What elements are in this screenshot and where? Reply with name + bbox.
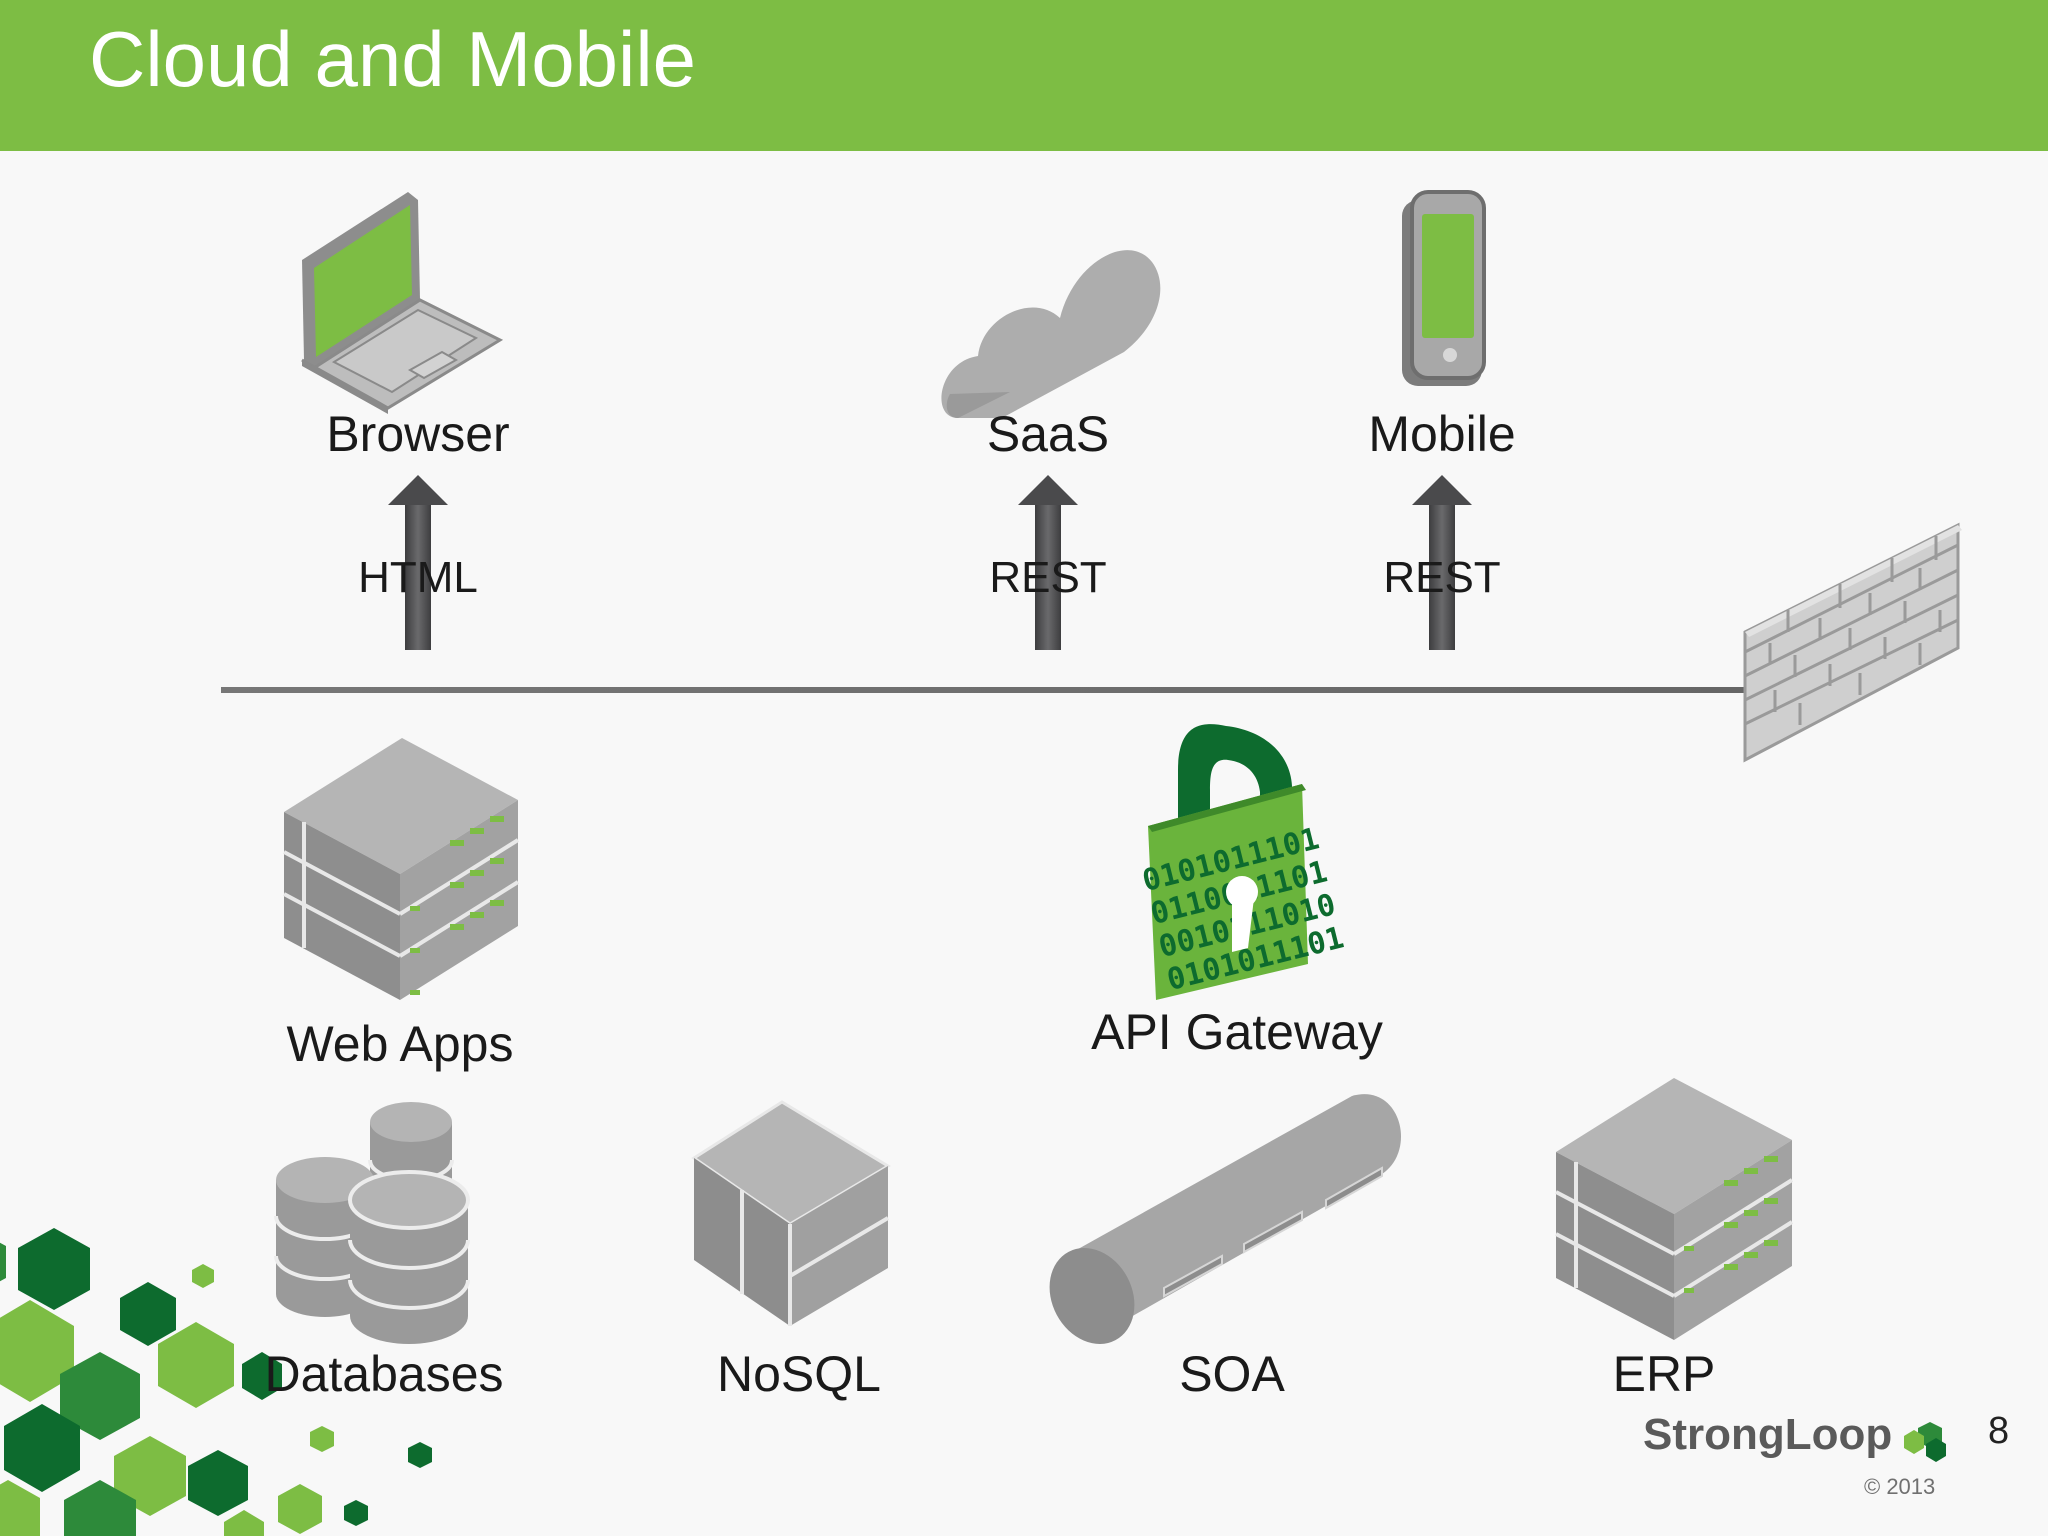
erp-server-icon (1555, 1078, 1794, 1340)
html-protocol-label: HTML (358, 553, 478, 602)
rest-protocol-label-saas: REST (989, 553, 1107, 602)
arrow-saas-icon (1018, 475, 1078, 650)
brick-wall-icon (1743, 522, 1962, 763)
phone-icon (1402, 190, 1486, 386)
page-number: 8 (1988, 1410, 2010, 1452)
arrow-mobile-icon (1412, 475, 1472, 650)
databases-label: Databases (264, 1346, 504, 1402)
laptop-icon (301, 192, 504, 414)
mobile-label: Mobile (1368, 406, 1516, 462)
firewall-line (221, 687, 1751, 693)
padlock-icon: 0101011101 0110011101 0010111010 0101011… (1139, 724, 1347, 1000)
copyright: © 2013 (1864, 1474, 1936, 1499)
browser-label: Browser (326, 406, 510, 462)
slide-title: Cloud and Mobile (89, 15, 697, 103)
nosql-cube-icon (691, 1100, 891, 1326)
soa-label: SOA (1179, 1346, 1285, 1402)
nosql-label: NoSQL (717, 1346, 881, 1402)
saas-label: SaaS (986, 406, 1110, 462)
slide-header: Cloud and Mobile (0, 0, 2048, 151)
server-stack-icon (283, 738, 520, 1000)
arrow-browser-icon (388, 475, 448, 650)
api-gateway-label: API Gateway (1091, 1004, 1383, 1060)
brand-name: StrongLoop (1643, 1410, 1893, 1459)
hexagon-pattern-icon (0, 1228, 432, 1536)
rest-protocol-label-mobile: REST (1383, 553, 1501, 602)
database-icon (274, 1102, 470, 1344)
web-apps-label: Web Apps (286, 1016, 514, 1072)
erp-label: ERP (1612, 1346, 1716, 1402)
soa-pipe-icon (1049, 1094, 1402, 1344)
strongloop-logo-icon (1904, 1422, 1946, 1462)
cloud-icon (941, 250, 1161, 418)
